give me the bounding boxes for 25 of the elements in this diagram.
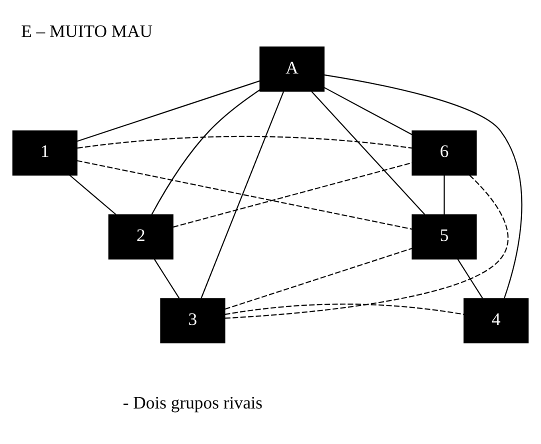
connector (224, 247, 412, 310)
connector (224, 303, 464, 314)
label: - Dois grupos rivais (122, 392, 263, 412)
node-box: 1 (12, 130, 78, 176)
node-box: 6 (412, 130, 477, 176)
connector (457, 258, 484, 298)
connector (200, 90, 284, 298)
connector (173, 162, 412, 228)
connector (324, 86, 412, 135)
connector (444, 174, 445, 214)
node-box: 3 (160, 298, 226, 343)
connector (69, 174, 116, 214)
connector (224, 174, 508, 318)
connector (77, 80, 260, 142)
connector (76, 160, 412, 230)
connector (151, 88, 260, 214)
node-box: A (259, 46, 325, 92)
connector (311, 90, 426, 214)
node-box: 4 (464, 298, 529, 343)
node-box: 5 (412, 214, 477, 259)
connector (324, 74, 522, 298)
connector (77, 135, 412, 148)
node-box: 2 (108, 214, 174, 259)
connector (154, 258, 180, 298)
diagram-title: E – MUITO MAU (21, 20, 153, 40)
